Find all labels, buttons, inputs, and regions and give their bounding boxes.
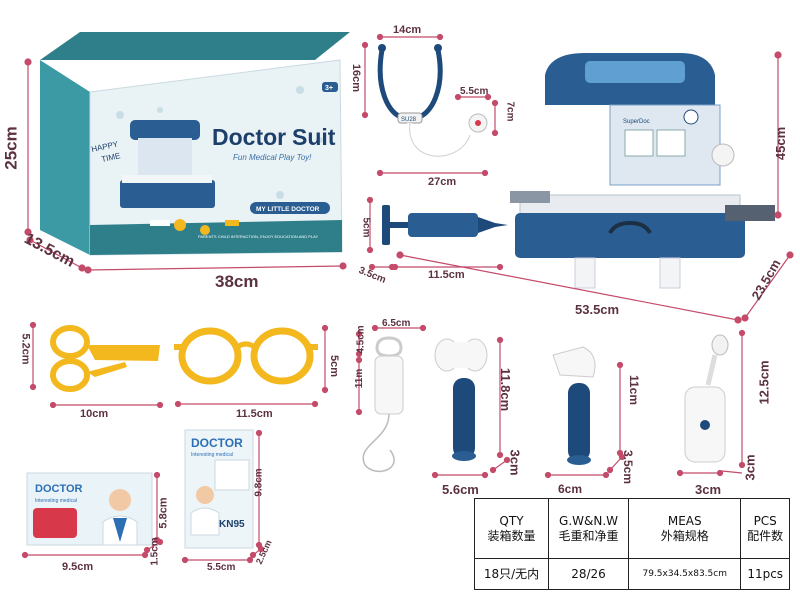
box-ribbon-text: MY LITTLE DOCTOR bbox=[256, 206, 320, 213]
table-cell-pcs: 11pcs bbox=[740, 558, 790, 590]
dim-bottle-w: 3cm bbox=[695, 482, 722, 497]
dim-otoscope-w: 6cm bbox=[558, 482, 583, 496]
booklet-subtitle: Interesting medical bbox=[191, 452, 233, 458]
booklet-title: DOCTOR bbox=[191, 436, 243, 450]
dim-steth-top: 14cm bbox=[393, 24, 422, 36]
dim-glasses-w: 11.5cm bbox=[236, 408, 273, 420]
dim-bottle-h: 12.5cm bbox=[756, 360, 772, 405]
dim-scissors-w: 10cm bbox=[80, 408, 109, 420]
dim-otoscope-d: 3.5cm bbox=[621, 449, 636, 485]
case-panel-label: SuperDoc bbox=[623, 119, 650, 125]
box-toys-row bbox=[150, 219, 239, 235]
case-side-tray bbox=[725, 205, 775, 221]
box-age-badge bbox=[322, 82, 338, 92]
dim-steth-side: 16cm bbox=[350, 63, 363, 93]
dim-hammer-w: 5.6cm bbox=[442, 482, 479, 497]
scissors-illustration bbox=[29, 321, 164, 409]
dim-iv-top: 4.5cm bbox=[355, 325, 367, 354]
box-side-face bbox=[40, 60, 90, 255]
dim-card-h: 5.8cm bbox=[157, 497, 170, 529]
dim-iv-len: 11m bbox=[354, 368, 366, 389]
table-cell-meas: 79.5x34.5x83.5cm bbox=[628, 558, 742, 590]
card-subtitle: Interesting medical bbox=[35, 498, 77, 504]
card-title: DOCTOR bbox=[35, 483, 83, 495]
dim-otoscope-h: 11cm bbox=[627, 374, 642, 406]
case-sink bbox=[510, 191, 550, 203]
case-handle bbox=[608, 220, 652, 235]
card-illustration: DOCTOR Interesting medical bbox=[21, 471, 164, 559]
table-row: 18只/无内 28/26 79.5x34.5x83.5cm 11pcs bbox=[474, 558, 790, 590]
box-case-lid bbox=[130, 120, 200, 140]
dim-bottle-d: 3cm bbox=[742, 454, 758, 481]
doctor-case-illustration: SuperDoc bbox=[510, 53, 775, 289]
case-base bbox=[515, 213, 745, 258]
dim-hammer-h: 11.8cm bbox=[498, 367, 514, 412]
dim-box-height: 25cm bbox=[1, 126, 21, 170]
stethoscope-label: SU28 bbox=[401, 117, 417, 123]
case-dim-lines bbox=[396, 51, 794, 324]
dim-syringe-len: 11.5cm bbox=[428, 269, 465, 281]
syringe-illustration bbox=[366, 196, 508, 271]
dim-steth-head-w: 5.5cm bbox=[460, 86, 489, 97]
box-age: 3+ bbox=[325, 85, 333, 92]
box-dim-lines bbox=[24, 58, 347, 274]
box-case-tray bbox=[122, 175, 212, 183]
box-time: TIME bbox=[101, 151, 122, 164]
otoscope-handle bbox=[568, 383, 590, 461]
dim-glasses-h: 5cm bbox=[328, 354, 341, 378]
iv-bag-illustration bbox=[355, 324, 427, 473]
dim-box-width: 38cm bbox=[215, 272, 259, 291]
dim-steth-length: 27cm bbox=[428, 176, 457, 188]
dim-iv-w: 6.5cm bbox=[382, 318, 411, 329]
reflex-hammer-illustration bbox=[431, 336, 511, 479]
dim-booklet-w: 5.5cm bbox=[207, 562, 236, 573]
box-ribbon bbox=[250, 202, 330, 214]
box-tagline: Fun Medical Play Toy! bbox=[233, 153, 312, 162]
booklet-illustration: DOCTOR Interesting medical KN95 bbox=[181, 429, 265, 564]
hammer-handle bbox=[453, 378, 475, 458]
iv-tube bbox=[362, 413, 395, 473]
case-leg-left bbox=[574, 257, 596, 289]
booklet-mask-label: KN95 bbox=[219, 519, 245, 530]
dim-scissors-h: 5.2cm bbox=[19, 333, 32, 365]
case-screen-left bbox=[624, 129, 654, 157]
card-doctor-face bbox=[109, 489, 131, 511]
case-leg-right bbox=[659, 257, 681, 289]
box-case-base bbox=[120, 180, 215, 208]
table-cell-weight: 28/26 bbox=[547, 558, 630, 590]
case-clock bbox=[683, 109, 699, 125]
dim-hammer-d: 3cm bbox=[507, 449, 523, 476]
card-medkit bbox=[33, 508, 77, 538]
dim-booklet-h: 9.8cm bbox=[253, 468, 265, 497]
box-brand-doctor: Doctor bbox=[212, 124, 286, 150]
dim-case-width: 53.5cm bbox=[575, 302, 620, 317]
case-screen-right bbox=[656, 129, 686, 157]
case-bottle bbox=[711, 143, 735, 167]
box-front-band bbox=[90, 220, 342, 255]
toy-box-illustration: Doctor Suit Fun Medical Play Toy! HAPPY … bbox=[40, 32, 350, 256]
box-bottom-text: PARENTS CHILD INTERACTION, ENJOY EDUCATI… bbox=[198, 234, 319, 239]
bottle-illustration bbox=[676, 329, 746, 477]
glasses-illustration bbox=[174, 324, 329, 408]
iv-bag-body bbox=[374, 355, 404, 415]
otoscope-illustration bbox=[544, 346, 626, 479]
table-cell-qty: 18只/无内 bbox=[474, 558, 549, 590]
dim-card-w: 9.5cm bbox=[62, 561, 94, 573]
booklet-doctor-face bbox=[196, 486, 214, 504]
stethoscope-illustration: SU28 bbox=[361, 33, 499, 177]
box-top-face bbox=[40, 32, 350, 60]
dim-card-d: 1.5cm bbox=[149, 537, 161, 566]
booklet-mask-image bbox=[214, 459, 250, 491]
dim-case-height: 45cm bbox=[773, 126, 789, 161]
box-brand-suit: Suit bbox=[292, 124, 336, 150]
